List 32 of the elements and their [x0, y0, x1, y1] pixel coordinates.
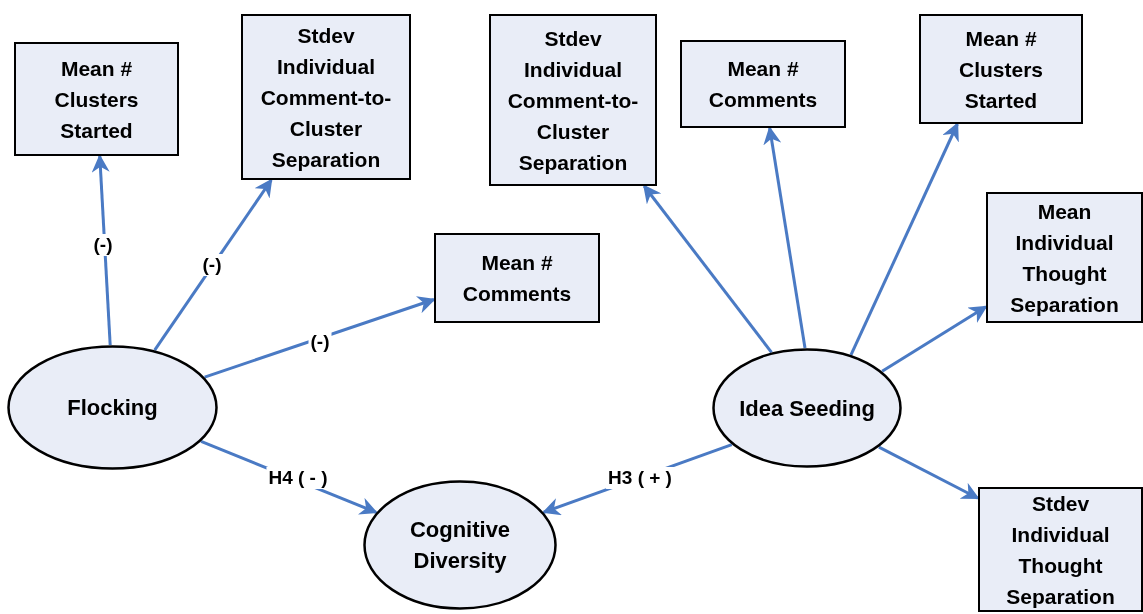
node-label: Mean # Clusters Started: [53, 55, 140, 144]
measure-box: [489, 14, 657, 186]
edge-label: (-): [308, 331, 332, 353]
edge-label: H4 ( - ): [266, 467, 330, 489]
edge-label: H3 ( + ): [606, 467, 674, 489]
node-label: Mean # Clusters Started: [958, 25, 1044, 114]
node-label: Mean Individual Thought Separation: [1009, 198, 1120, 318]
node-label: Stdev Individual Comment-to-Cluster Separation: [259, 22, 393, 173]
node-label: Idea Seeding: [739, 394, 875, 423]
node-label: Flocking: [67, 394, 158, 422]
measure-box: [241, 14, 411, 180]
node-label: Cognitive Diversity: [408, 516, 512, 575]
measure-box: [919, 14, 1083, 124]
measure-box: [14, 42, 179, 156]
measure-box: [680, 40, 846, 128]
arrow: [763, 126, 807, 349]
arrow: [878, 445, 980, 500]
arrow: [91, 154, 112, 346]
arrow: [153, 178, 273, 352]
node-label: Stdev Individual Comment-to-Cluster Separation: [506, 25, 640, 176]
node-label: Mean # Comments: [707, 56, 819, 113]
arrow: [849, 122, 959, 356]
arrow: [881, 305, 988, 373]
node-label: Stdev Individual Thought Separation: [1005, 490, 1116, 610]
edge-label: (-): [200, 254, 224, 276]
arrow: [642, 184, 773, 354]
measure-box: [434, 233, 600, 323]
measure-box: [986, 192, 1143, 323]
edge-label: (-): [91, 234, 115, 256]
arrow: [204, 296, 436, 379]
measure-box: [978, 487, 1143, 612]
node-label: Mean # Comments: [461, 250, 573, 307]
